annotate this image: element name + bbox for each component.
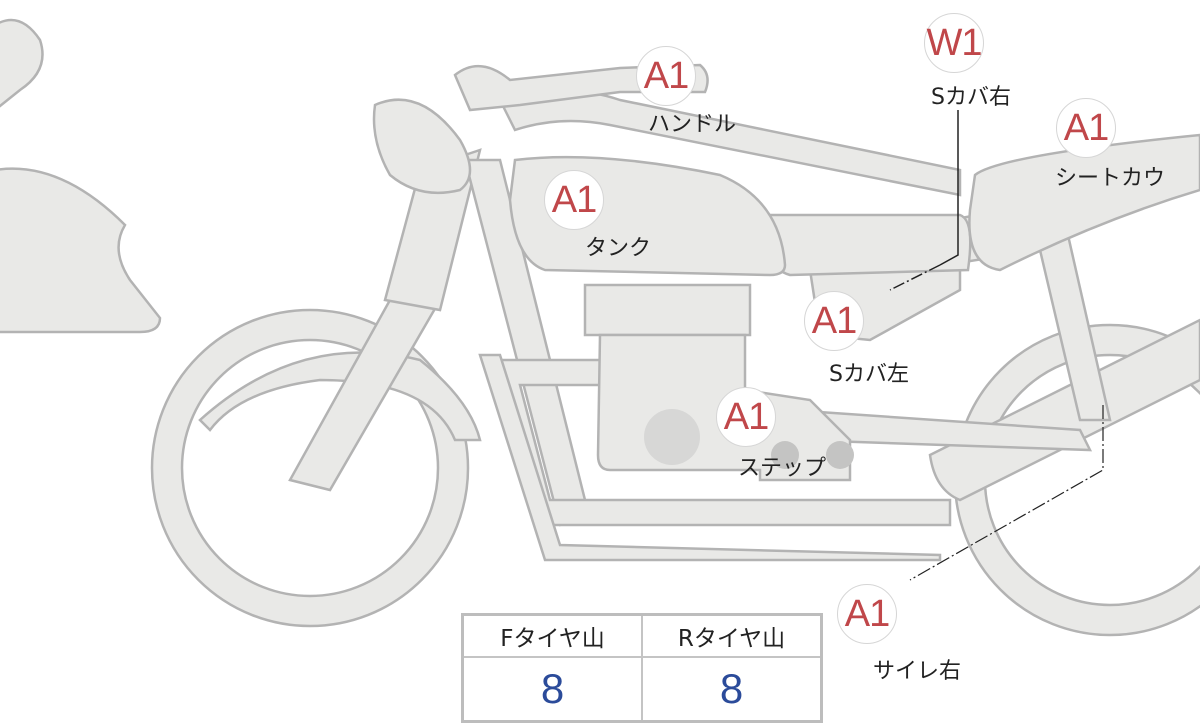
tire-tread-table: Fタイヤ山 Rタイヤ山 8 8 xyxy=(461,613,823,723)
left-partial-part xyxy=(0,18,162,334)
step-left xyxy=(771,441,799,469)
engine-top xyxy=(583,283,752,337)
seat xyxy=(768,213,972,277)
marker-label-silencer-right: サイレ右 xyxy=(873,659,962,684)
muffler xyxy=(928,318,1200,502)
marker-badge-silencer-right[interactable]: A1 xyxy=(837,584,897,644)
front-fender xyxy=(198,351,482,442)
marker-badge-s-cover-left[interactable]: A1 xyxy=(804,291,864,351)
marker-badge-step[interactable]: A1 xyxy=(716,387,776,447)
exhaust-lower xyxy=(478,353,942,562)
marker-label-tank: タンク xyxy=(585,236,652,261)
front-tire-header: Fタイヤ山 xyxy=(461,613,643,658)
marker-badge-s-cover-right[interactable]: W1 xyxy=(924,13,984,73)
marker-label-s-cover-right: Sカバ右 xyxy=(931,85,1011,110)
engine-cover xyxy=(644,409,700,465)
leader-line-s-cover-right xyxy=(939,110,959,266)
marker-badge-tank[interactable]: A1 xyxy=(544,170,604,230)
step-right xyxy=(826,441,854,469)
marker-label-handlebar: ハンドル xyxy=(648,112,737,137)
front-tire-value: 8 xyxy=(461,656,643,723)
rear-tire-value: 8 xyxy=(641,656,823,723)
marker-label-seat-cowl: シートカウ xyxy=(1055,166,1166,191)
seat-cowl xyxy=(968,133,1200,272)
marker-label-s-cover-left: Sカバ左 xyxy=(829,362,909,387)
headlight xyxy=(372,98,472,195)
marker-label-step: ステップ xyxy=(738,456,827,481)
leader-line-s-cover-right-dashed xyxy=(889,264,941,291)
marker-badge-seat-cowl[interactable]: A1 xyxy=(1056,98,1116,158)
marker-badge-handlebar[interactable]: A1 xyxy=(636,46,696,106)
rear-tire-header: Rタイヤ山 xyxy=(641,613,823,658)
